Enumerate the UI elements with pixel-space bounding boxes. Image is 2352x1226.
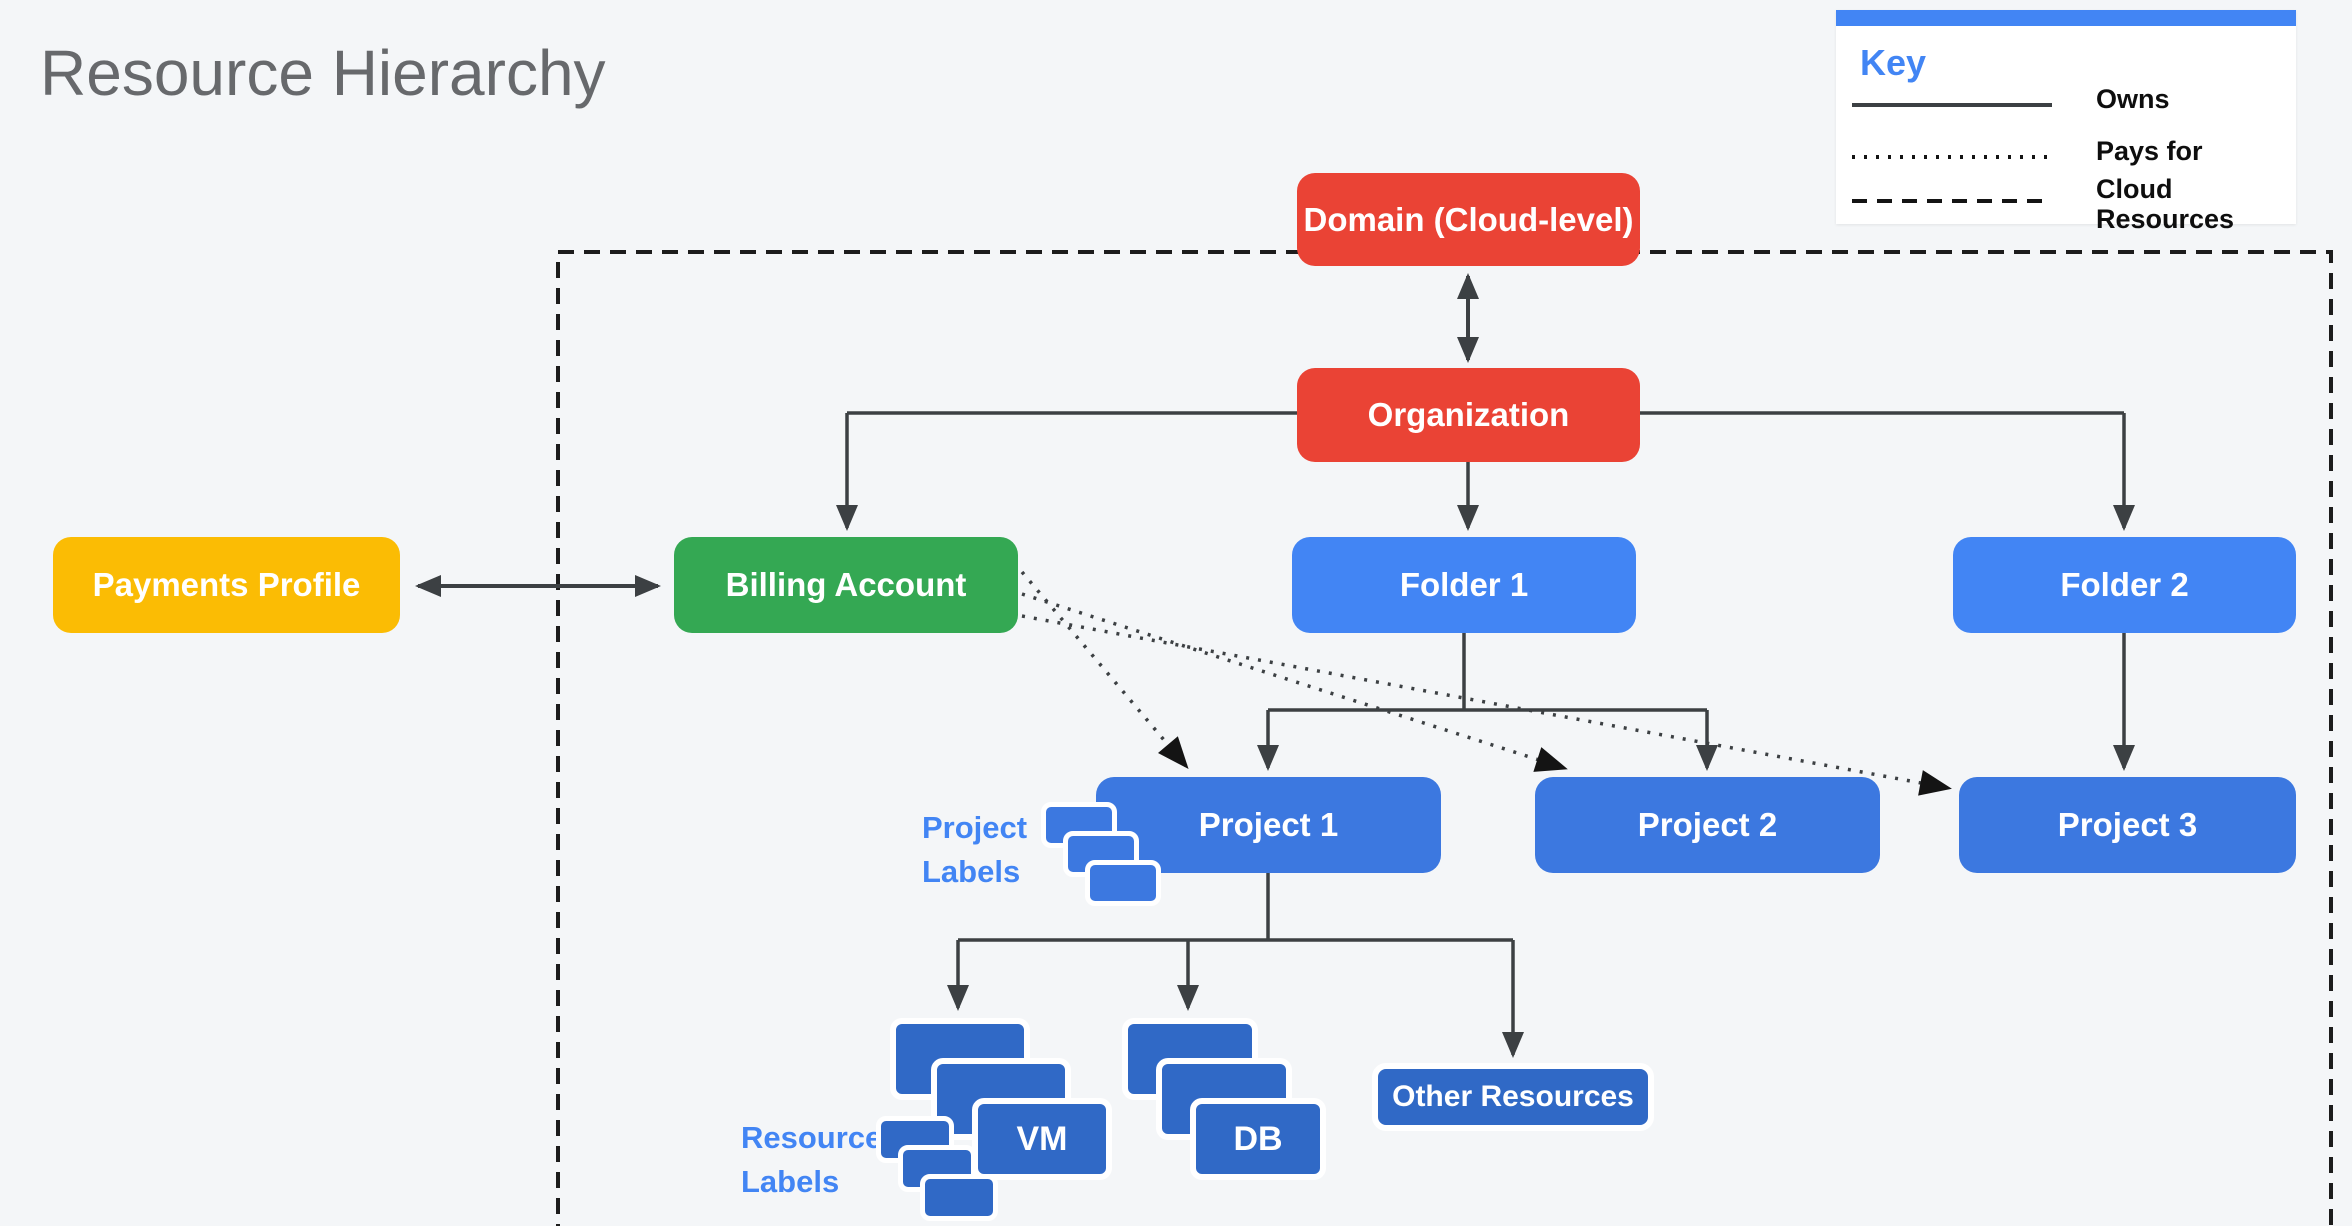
legend-label-cloud-resources: Cloud Resources <box>2096 174 2235 234</box>
project-labels-annotation: Project Labels <box>922 810 1028 889</box>
node-payments-profile: Payments Profile <box>53 537 400 633</box>
legend: Key Owns Pays for Cloud Resources <box>1836 10 2296 234</box>
node-vm: VM <box>972 1098 1112 1180</box>
resource-label-card <box>920 1174 998 1221</box>
page-title: Resource Hierarchy <box>40 37 606 109</box>
node-project-3: Project 3 <box>1959 777 2296 873</box>
legend-label-owns: Owns <box>2096 84 2170 114</box>
node-folder-1: Folder 1 <box>1292 537 1636 633</box>
node-db: DB <box>1190 1098 1326 1180</box>
legend-solid-line-sample <box>1852 103 2052 107</box>
resource-labels-annotation: Resource Labels <box>741 1120 883 1199</box>
legend-title: Key <box>1860 42 1927 83</box>
project-label-card <box>1085 860 1161 906</box>
legend-accent-bar <box>1836 10 2296 26</box>
node-project-2: Project 2 <box>1535 777 1880 873</box>
legend-dashed-line-sample <box>1852 199 2052 203</box>
node-other-resources: Other Resources <box>1372 1063 1654 1131</box>
legend-dotted-line-sample <box>1852 155 2052 159</box>
node-folder-2: Folder 2 <box>1953 537 2296 633</box>
node-domain: Domain (Cloud-level) <box>1297 173 1640 266</box>
legend-label-pays-for: Pays for <box>2096 136 2203 166</box>
node-organization: Organization <box>1297 368 1640 462</box>
node-project-1: Project 1 <box>1096 777 1441 873</box>
edge-project1-split <box>958 873 1513 942</box>
node-billing-account: Billing Account <box>674 537 1018 633</box>
edge-folder1-split <box>1268 633 1707 712</box>
edge-billing-project3 <box>1021 614 1952 796</box>
